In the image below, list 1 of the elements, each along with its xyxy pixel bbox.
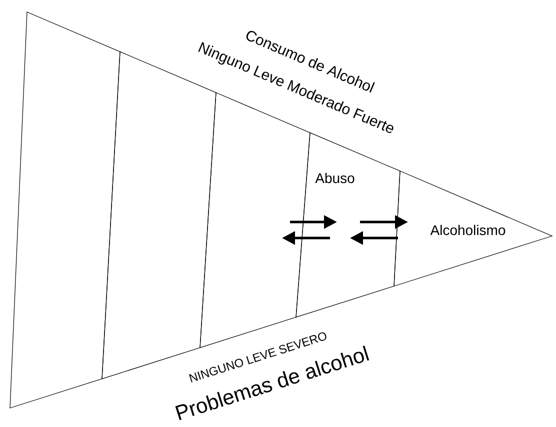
wedge-section	[10, 12, 120, 408]
